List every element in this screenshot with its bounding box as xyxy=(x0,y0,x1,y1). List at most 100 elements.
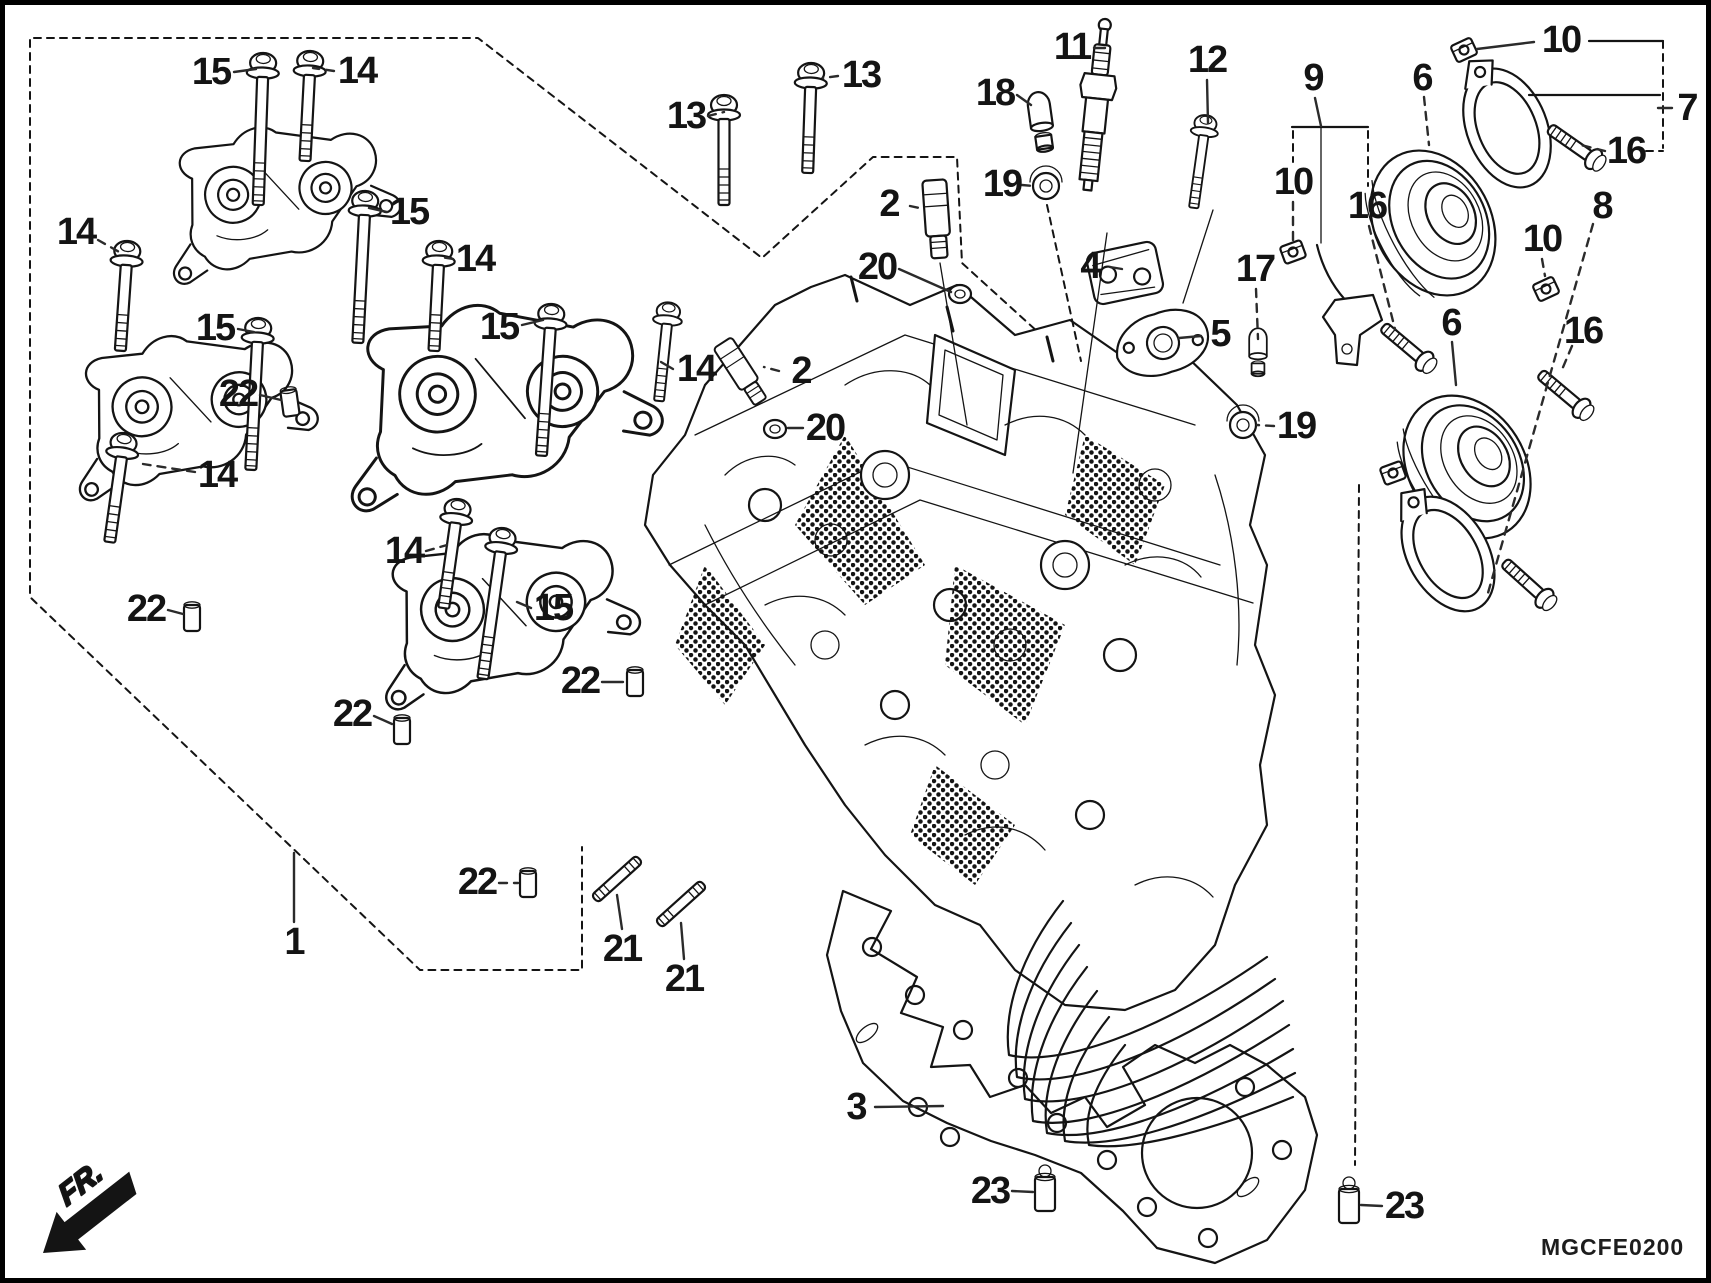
leader-line-18 xyxy=(1015,93,1033,107)
callout-22: 22 xyxy=(218,373,259,415)
callout-16: 16 xyxy=(1563,310,1604,352)
callout-22: 22 xyxy=(332,693,373,735)
dowel-pin-22 xyxy=(278,384,301,419)
leader-line-23 xyxy=(1010,1189,1035,1194)
spark-plug xyxy=(1078,17,1118,192)
flange-nut-19 xyxy=(1225,403,1261,440)
callout-8: 8 xyxy=(1592,185,1613,227)
leader-line-6 xyxy=(1450,340,1458,387)
leader-line-16 xyxy=(1579,143,1607,153)
dowel-pin-23 xyxy=(1033,1163,1057,1213)
callout-9: 9 xyxy=(1303,57,1324,99)
leader-line-16 xyxy=(1367,224,1397,331)
dowel-pin-22 xyxy=(392,713,412,746)
callout-14: 14 xyxy=(384,530,425,572)
joint-stud-9 xyxy=(1315,243,1384,367)
leader-line-14 xyxy=(311,66,336,73)
exploded-diagram-art: FR. xyxy=(29,17,1674,1265)
leader-line-19 xyxy=(1020,183,1036,188)
leader-line-15 xyxy=(367,206,389,214)
callout-13: 13 xyxy=(666,95,707,137)
callout-19: 19 xyxy=(982,163,1023,205)
leader-line-16 xyxy=(1559,344,1574,374)
sealing-bolt-12 xyxy=(1179,112,1222,211)
leader-line-14 xyxy=(424,543,449,553)
callout-14: 14 xyxy=(676,348,717,390)
leader-brackets xyxy=(939,39,1665,1166)
cap-nut-18 xyxy=(1025,89,1058,155)
callout-23: 23 xyxy=(970,1170,1011,1212)
callout-13: 13 xyxy=(841,54,882,96)
leader-line-19 xyxy=(1255,423,1276,428)
flange-bolt-15 xyxy=(340,189,383,345)
band-nut-10 xyxy=(1378,459,1408,487)
leader-line-20 xyxy=(897,267,953,294)
leader-line-15 xyxy=(520,318,545,327)
stud-bolt-21 xyxy=(654,879,708,929)
leader-line-2 xyxy=(908,204,926,211)
flange-nut-19 xyxy=(1028,164,1064,201)
leader-line-14 xyxy=(439,255,455,261)
callout-22: 22 xyxy=(457,861,498,903)
plug-tube-seal-2 xyxy=(921,178,953,260)
band-screw-16 xyxy=(1531,364,1599,426)
dowel-pin-22 xyxy=(625,665,645,698)
leader-line-21 xyxy=(615,893,624,931)
leader-line-2 xyxy=(762,365,781,373)
callout-15: 15 xyxy=(191,51,232,93)
leader-line-17 xyxy=(1254,287,1260,341)
callout-15: 15 xyxy=(389,191,430,233)
callout-7: 7 xyxy=(1677,87,1698,129)
callout-12: 12 xyxy=(1187,39,1228,81)
band-screw-16 xyxy=(1495,552,1562,616)
leader-line-14 xyxy=(659,360,675,371)
leader-line-8 xyxy=(1486,222,1595,595)
washer-20 xyxy=(762,418,788,440)
dowel-pin-22 xyxy=(182,600,202,633)
leader-line-9 xyxy=(1313,96,1323,128)
leader-line-13 xyxy=(821,74,840,80)
callout-15: 15 xyxy=(479,306,520,348)
leader-line-22 xyxy=(166,608,185,616)
callout-11: 11 xyxy=(1053,26,1092,68)
callout-16: 16 xyxy=(1606,130,1647,172)
callout-10: 10 xyxy=(1522,218,1563,260)
cam-holder xyxy=(41,298,325,511)
callout-5: 5 xyxy=(1210,313,1231,355)
leader-line-3 xyxy=(873,1104,945,1109)
callout-4: 4 xyxy=(1080,245,1101,287)
leader-line-22 xyxy=(258,393,283,402)
callout-15: 15 xyxy=(533,587,574,629)
callout-21: 21 xyxy=(664,958,705,1000)
callout-20: 20 xyxy=(805,407,846,449)
tensioner-mount-4 xyxy=(1085,240,1165,306)
callout-14: 14 xyxy=(337,50,378,92)
callout-23: 23 xyxy=(1384,1185,1425,1227)
washer-20 xyxy=(947,283,973,305)
dowel-pin-23 xyxy=(1337,1175,1361,1225)
callout-6: 6 xyxy=(1441,302,1462,344)
callout-22: 22 xyxy=(560,660,601,702)
leader-line-5 xyxy=(1177,334,1203,340)
callout-14: 14 xyxy=(56,211,97,253)
leader-line-23 xyxy=(1359,1203,1384,1208)
band-screw-16 xyxy=(1541,118,1611,177)
cylinder-head xyxy=(643,273,1297,1148)
leader-line-10 xyxy=(1540,257,1547,278)
dowel-pin-22 xyxy=(518,866,538,899)
callout-2: 2 xyxy=(791,350,812,392)
cylinder-head-gasket xyxy=(825,889,1319,1265)
callout-6: 6 xyxy=(1412,57,1433,99)
leader-line-15 xyxy=(232,67,258,74)
leader-line-14 xyxy=(141,462,197,474)
callout-10: 10 xyxy=(1273,161,1314,203)
leader-line-13 xyxy=(706,110,726,118)
leader-line-15 xyxy=(236,327,256,334)
callout-15: 15 xyxy=(195,307,236,349)
callout-3: 3 xyxy=(846,1086,867,1128)
diagram-code: MGCFE0200 xyxy=(1541,1234,1685,1260)
flange-bolt-13 xyxy=(790,61,829,175)
band-nut-10 xyxy=(1449,36,1479,64)
callout-leader-lines xyxy=(96,40,1674,1208)
leader-line-14 xyxy=(96,238,123,255)
